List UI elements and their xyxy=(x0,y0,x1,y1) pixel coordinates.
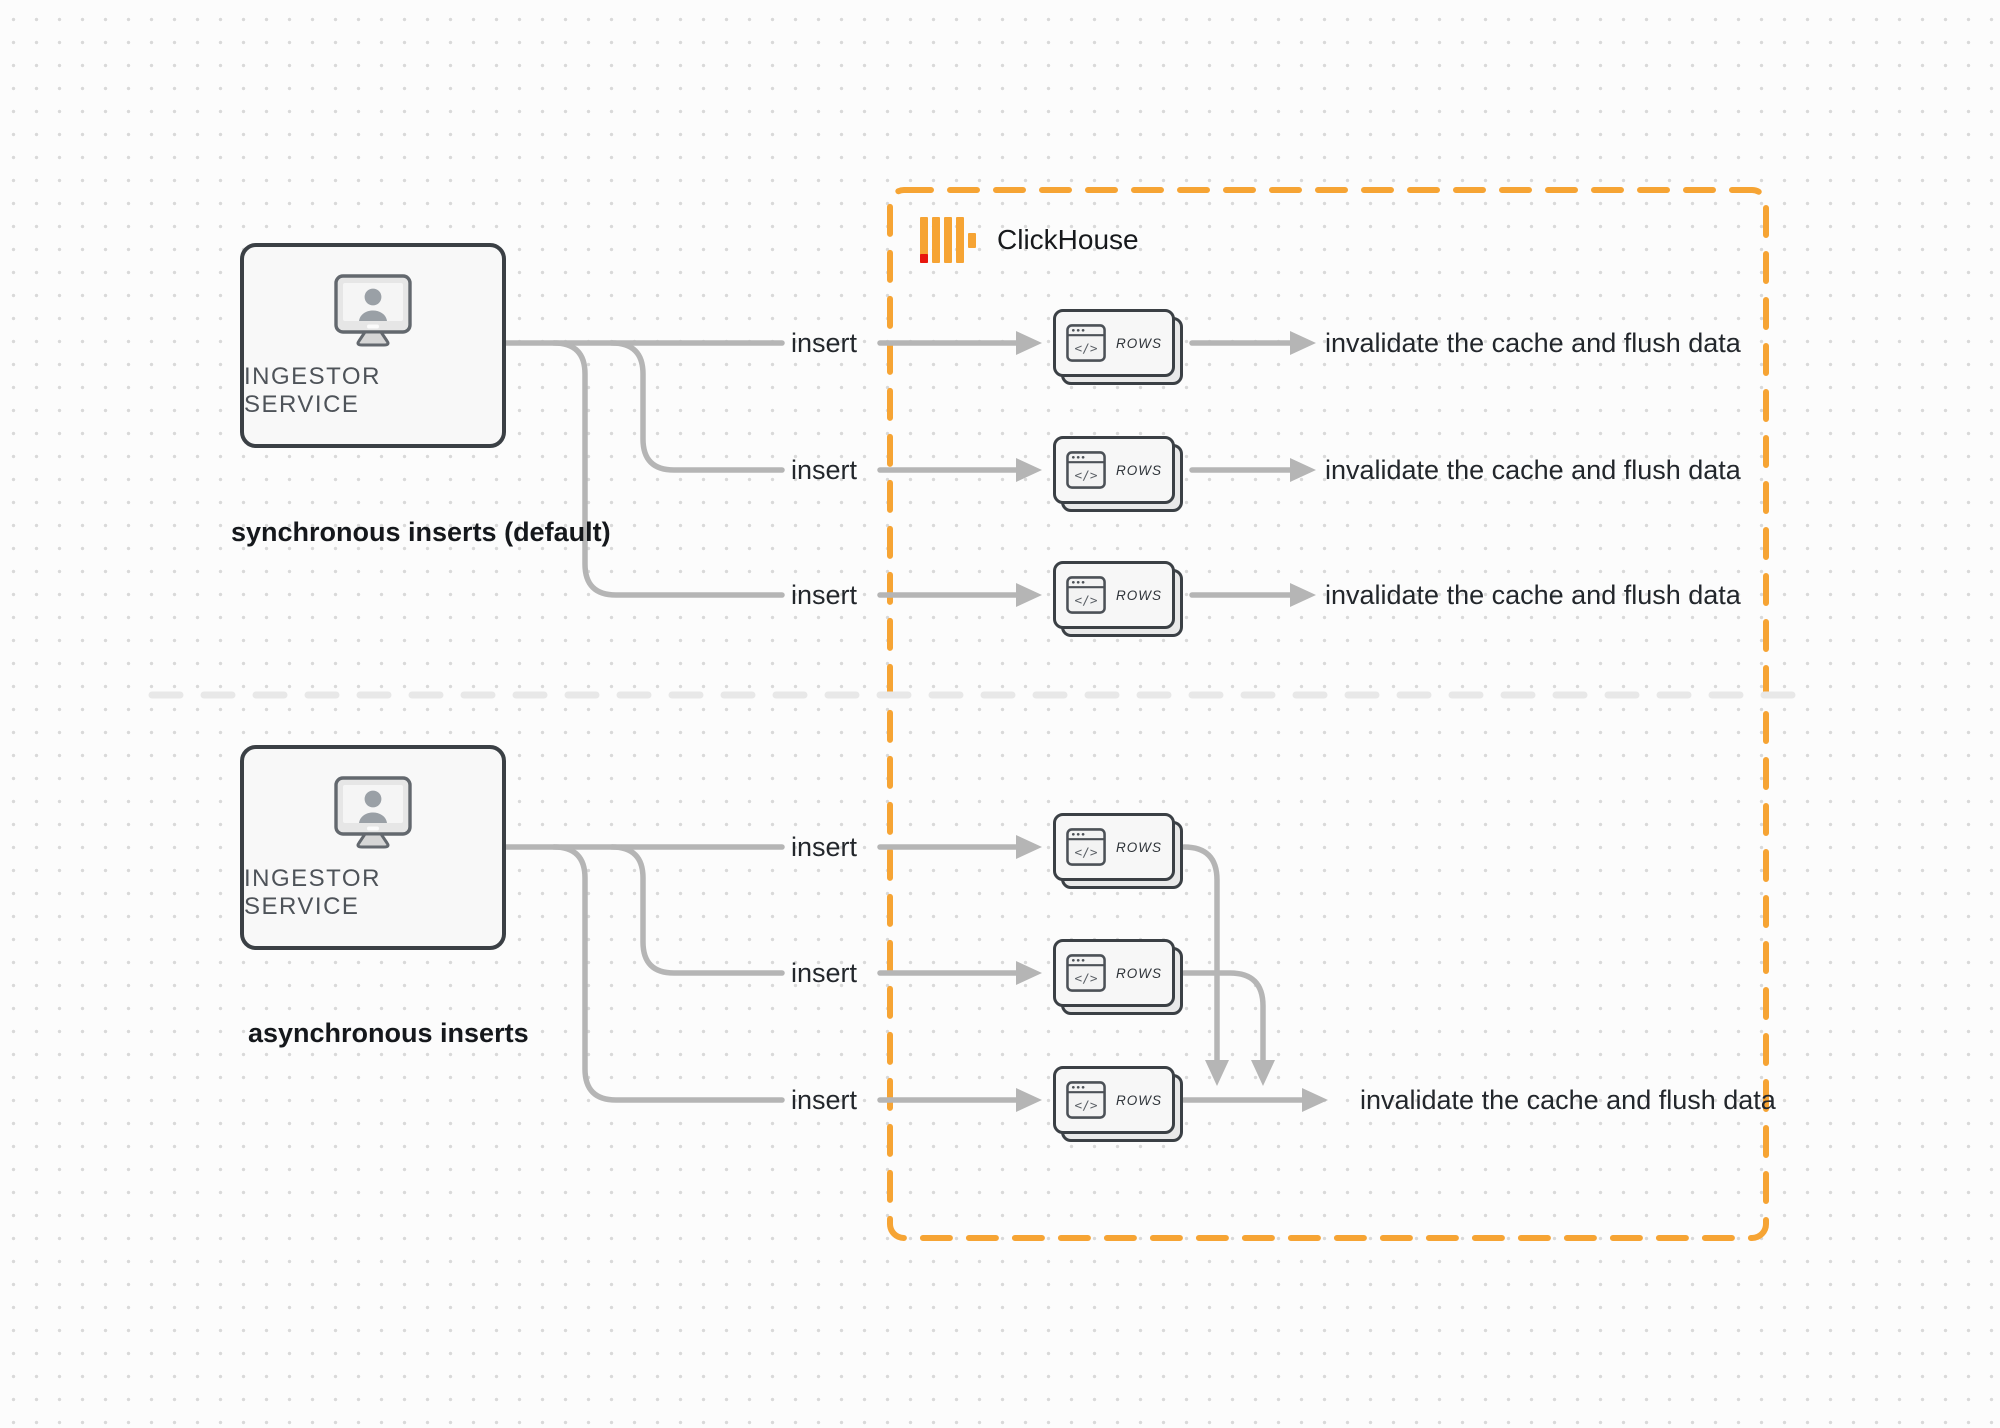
rows-label: ROWS xyxy=(1116,462,1162,478)
insert-label: insert xyxy=(791,580,858,610)
code-window-icon: </> xyxy=(1066,1081,1106,1119)
code-glyph: </> xyxy=(1075,970,1098,985)
insert-label: insert xyxy=(791,832,858,862)
rows-table-card: </> ROWS xyxy=(1053,561,1183,637)
rows-card-face: </> ROWS xyxy=(1053,1066,1175,1134)
code-glyph: </> xyxy=(1075,467,1098,482)
monitor-user-icon xyxy=(334,775,412,848)
rows-table-card: </> ROWS xyxy=(1053,309,1183,385)
clickhouse-logo-bar xyxy=(956,217,964,263)
invalidate-label: invalidate the cache and flush data xyxy=(1325,328,1741,358)
clickhouse-logo-bar xyxy=(932,217,940,263)
clickhouse-logo-short-bar xyxy=(968,232,976,248)
sync-branch-bottom xyxy=(551,340,785,598)
insert-label: insert xyxy=(791,455,858,485)
rows-table-card: </> ROWS xyxy=(1053,813,1183,889)
code-window-icon: </> xyxy=(1066,828,1106,866)
rows-card-face: </> ROWS xyxy=(1053,309,1175,377)
invalidate-label: invalidate the cache and flush data xyxy=(1325,455,1741,485)
rows-table-card: </> ROWS xyxy=(1053,436,1183,512)
insert-label: insert xyxy=(791,958,858,988)
monitor-user-icon xyxy=(334,273,412,346)
rows-card-face: </> ROWS xyxy=(1053,436,1175,504)
rows-label: ROWS xyxy=(1116,1092,1162,1108)
async-branch-mid xyxy=(609,844,785,976)
code-glyph: </> xyxy=(1075,592,1098,607)
rows-card-face: </> ROWS xyxy=(1053,813,1175,881)
clickhouse-logo-bar xyxy=(944,217,952,263)
insert-label: insert xyxy=(791,1085,858,1115)
async-branch-bottom xyxy=(551,844,785,1103)
sync-branch-mid xyxy=(609,340,785,473)
code-glyph: </> xyxy=(1075,340,1098,355)
code-glyph: </> xyxy=(1075,844,1098,859)
async-merge-from-row2 xyxy=(1181,970,1275,1086)
rows-card-face: </> ROWS xyxy=(1053,561,1175,629)
code-window-icon: </> xyxy=(1066,324,1106,362)
ingestor-service-label: INGESTOR SERVICE xyxy=(244,864,381,920)
clickhouse-logo: ClickHouse xyxy=(920,217,1139,263)
clickhouse-wordmark: ClickHouse xyxy=(997,224,1139,255)
clickhouse-logo-bar xyxy=(920,217,928,263)
code-window-icon: </> xyxy=(1066,576,1106,614)
code-window-icon: </> xyxy=(1066,954,1106,992)
clickhouse-logo-bars-icon xyxy=(920,217,980,263)
rows-table-card: </> ROWS xyxy=(1053,1066,1183,1142)
invalidate-label: invalidate the cache and flush data xyxy=(1325,580,1741,610)
async-merge-from-row1 xyxy=(1181,844,1229,1086)
ingestor-service-label: INGESTOR SERVICE xyxy=(244,362,381,418)
rows-label: ROWS xyxy=(1116,587,1162,603)
sync-section-caption: synchronous inserts (default) xyxy=(231,517,611,547)
invalidate-label: invalidate the cache and flush data xyxy=(1360,1085,1776,1115)
rows-card-face: </> ROWS xyxy=(1053,939,1175,1007)
rows-table-card: </> ROWS xyxy=(1053,939,1183,1015)
rows-label: ROWS xyxy=(1116,965,1162,981)
ingestor-service-box-sync: INGESTOR SERVICE xyxy=(240,243,506,448)
code-window-icon: </> xyxy=(1066,451,1106,489)
ingestor-service-box-async: INGESTOR SERVICE xyxy=(240,745,506,950)
insert-label: insert xyxy=(791,328,858,358)
code-glyph: </> xyxy=(1075,1097,1098,1112)
rows-label: ROWS xyxy=(1116,839,1162,855)
rows-label: ROWS xyxy=(1116,335,1162,351)
async-section-caption: asynchronous inserts xyxy=(248,1018,529,1048)
clickhouse-logo-red-pixel xyxy=(920,254,928,263)
